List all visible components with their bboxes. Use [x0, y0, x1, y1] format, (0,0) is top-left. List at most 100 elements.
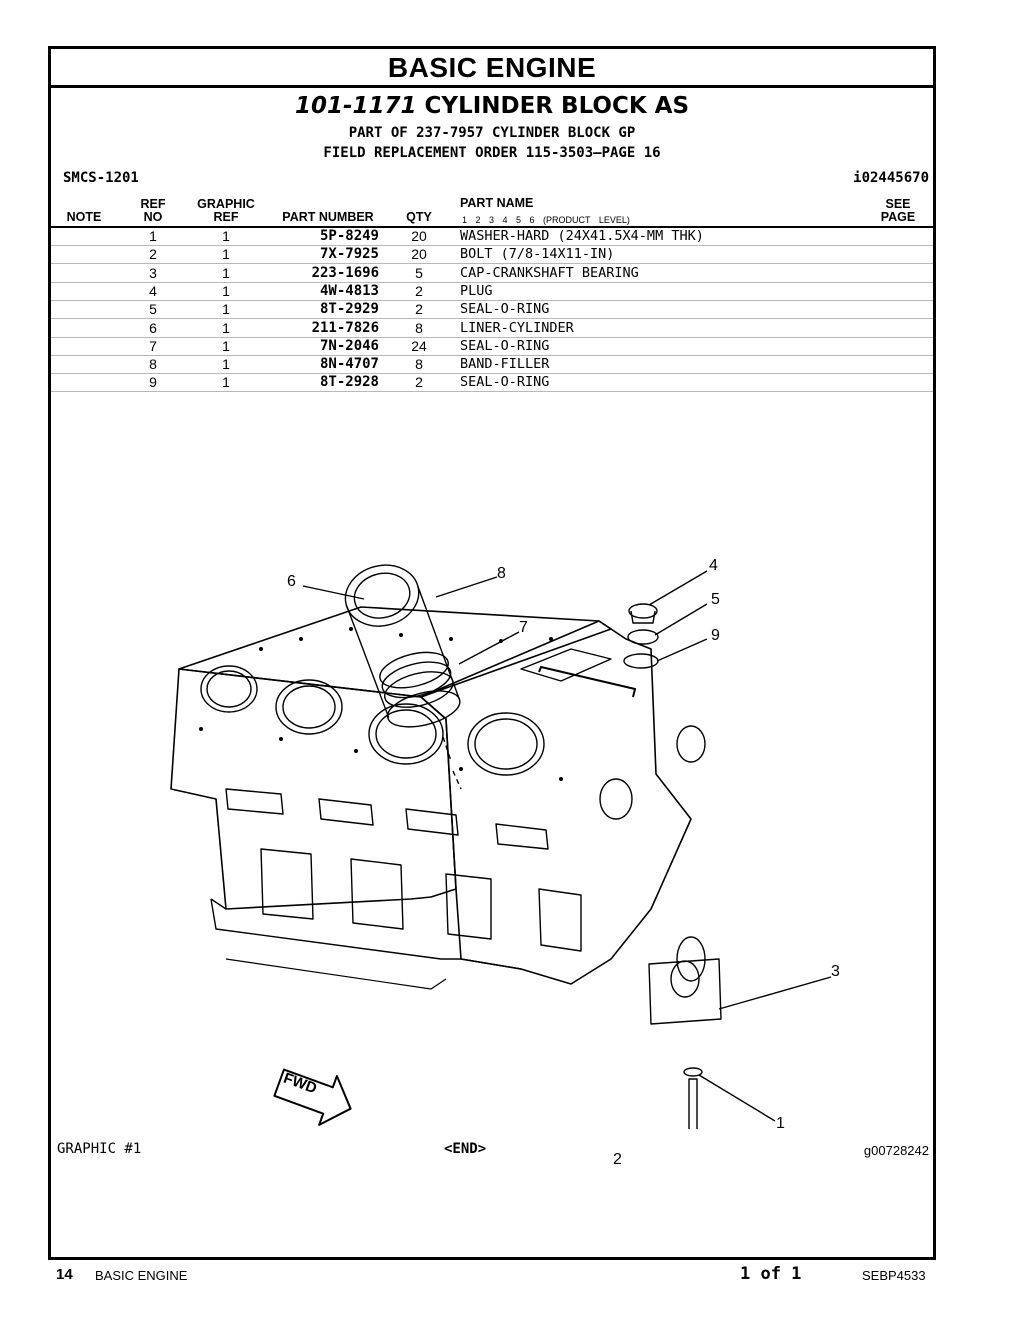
table-header-rule: [51, 226, 933, 228]
graphic-ref-cell: 1: [222, 264, 230, 281]
col-see-top: SEE: [885, 197, 911, 211]
qty-cell: 2: [415, 374, 423, 391]
callout-6: 6: [287, 573, 296, 590]
fwd-arrow: [273, 1068, 352, 1126]
ref-no-cell: 4: [149, 282, 157, 299]
part-name-cell: SEAL-O-RING: [460, 374, 550, 391]
field-replacement-line: FIELD REPLACEMENT ORDER 115-3503—PAGE 16: [323, 145, 661, 161]
callout-5: 5: [711, 591, 720, 608]
table-row: 7 1 7N-2046 24 SEAL-O-RING: [51, 337, 933, 356]
col-see-page: SEE PAGE: [866, 198, 930, 224]
part-number-cell: 8T-2929: [319, 301, 379, 318]
washer: [683, 1067, 703, 1077]
part-name-cell: SEAL-O-RING: [460, 301, 550, 318]
part-name-cell: SEAL-O-RING: [460, 337, 550, 354]
bolt: [688, 1078, 698, 1129]
table-row: 8 1 8N-4707 8 BAND-FILLER: [51, 355, 933, 375]
table-row: 4 1 4W-4813 2 PLUG: [51, 282, 933, 301]
qty-cell: 24: [411, 337, 427, 354]
col-ref-bottom: NO: [143, 210, 163, 224]
page-title: 101-1171 CYLINDER BLOCK AS: [51, 93, 933, 119]
col-see-bottom: PAGE: [880, 210, 916, 224]
cylinder-bore: [275, 679, 343, 735]
callout-2: 2: [613, 1151, 622, 1168]
page-of: 1 of 1: [740, 1264, 802, 1284]
cylinder-bore: [200, 665, 258, 713]
part-name-cell: BOLT (7/8-14X11-IN): [460, 246, 615, 263]
ref-no-cell: 9: [149, 374, 157, 391]
part-name-cell: LINER-CYLINDER: [460, 319, 574, 336]
plug: [628, 603, 658, 619]
smcs-code: SMCS-1201: [63, 170, 139, 186]
ref-no-cell: 6: [149, 319, 157, 336]
callout-9: 9: [711, 627, 720, 644]
graphic-id: g00728242: [863, 1143, 929, 1158]
callout-layer: 1 2 3 4 5 6 7 8 9 FWD: [51, 489, 933, 1168]
page-number: 14: [56, 1266, 73, 1283]
part-number-cell: 5P-8249: [319, 228, 379, 244]
assembly-part-name: CYLINDER BLOCK AS: [424, 93, 690, 119]
graphic-ref-cell: 1: [222, 319, 230, 336]
exploded-view-illustration: [170, 564, 832, 1129]
callout-4: 4: [709, 557, 718, 574]
graphic-ref-cell: 1: [222, 337, 230, 354]
part-name-cell: BAND-FILLER: [460, 356, 550, 373]
graphic-ref-cell: 1: [222, 301, 230, 318]
graphic-ref-cell: 1: [222, 374, 230, 391]
qty-cell: 2: [415, 301, 423, 318]
callout-1: 1: [776, 1115, 785, 1132]
cylinder-bore: [368, 703, 444, 765]
qty-cell: 20: [411, 246, 427, 263]
ref-no-cell: 7: [149, 337, 157, 354]
part-number-cell: 223-1696: [311, 264, 379, 281]
page-frame: BASIC ENGINE 101-1171 CYLINDER BLOCK AS …: [48, 46, 936, 1260]
col-qty: QTY: [406, 210, 432, 224]
part-number-cell: 8N-4707: [319, 356, 379, 373]
part-name-cell: PLUG: [460, 282, 493, 299]
callout-7: 7: [519, 619, 528, 636]
section-title: BASIC ENGINE: [51, 49, 933, 88]
ref-no-cell: 3: [149, 264, 157, 281]
qty-cell: 20: [411, 228, 427, 244]
callout-3: 3: [831, 963, 840, 980]
graphic-label: GRAPHIC #1: [57, 1141, 142, 1157]
graphic-ref-cell: 1: [222, 228, 230, 244]
seal-o-ring: [627, 629, 659, 645]
col-part-name: PART NAME: [460, 196, 534, 210]
ref-no-cell: 5: [149, 301, 157, 318]
table-row: 2 1 7X-7925 20 BOLT (7/8-14X11-IN): [51, 245, 933, 265]
qty-cell: 5: [415, 264, 423, 281]
part-number-cell: 7N-2046: [319, 337, 379, 354]
col-part-number: PART NUMBER: [282, 210, 374, 224]
footer-section: BASIC ENGINE: [95, 1268, 188, 1283]
product-level-header: 1 2 3 4 5 6 (PRODUCT LEVEL): [462, 215, 630, 225]
ref-no-cell: 8: [149, 356, 157, 373]
document-ident: i02445670: [853, 170, 929, 186]
part-number-cell: 8T-2928: [319, 374, 379, 391]
part-number-cell: 7X-7925: [319, 246, 379, 263]
col-ref-top: REF: [140, 197, 166, 211]
part-number-cell: 4W-4813: [319, 282, 379, 299]
fwd-label: FWD: [281, 1069, 320, 1098]
graphic-ref-cell: 1: [222, 282, 230, 299]
graphic-ref-cell: 1: [222, 356, 230, 373]
col-graphic-ref: GRAPHIC REF: [186, 198, 266, 224]
ref-no-cell: 1: [149, 228, 157, 244]
col-graphic-bottom: REF: [213, 210, 239, 224]
doc-number: SEBP4533: [862, 1268, 926, 1283]
qty-cell: 2: [415, 282, 423, 299]
part-of-line: PART OF 237-7957 CYLINDER BLOCK GP: [348, 125, 636, 141]
end-label: <END>: [444, 1141, 487, 1157]
col-ref: REF NO: [123, 198, 183, 224]
cylinder-liner: [344, 564, 461, 728]
qty-cell: 8: [415, 319, 423, 336]
pan-rail: [210, 898, 522, 970]
graphic-ref-cell: 1: [222, 246, 230, 263]
ref-no-cell: 2: [149, 246, 157, 263]
qty-cell: 8: [415, 356, 423, 373]
assembly-part-number: 101-1171: [294, 93, 417, 119]
col-graphic-top: GRAPHIC: [197, 197, 255, 211]
